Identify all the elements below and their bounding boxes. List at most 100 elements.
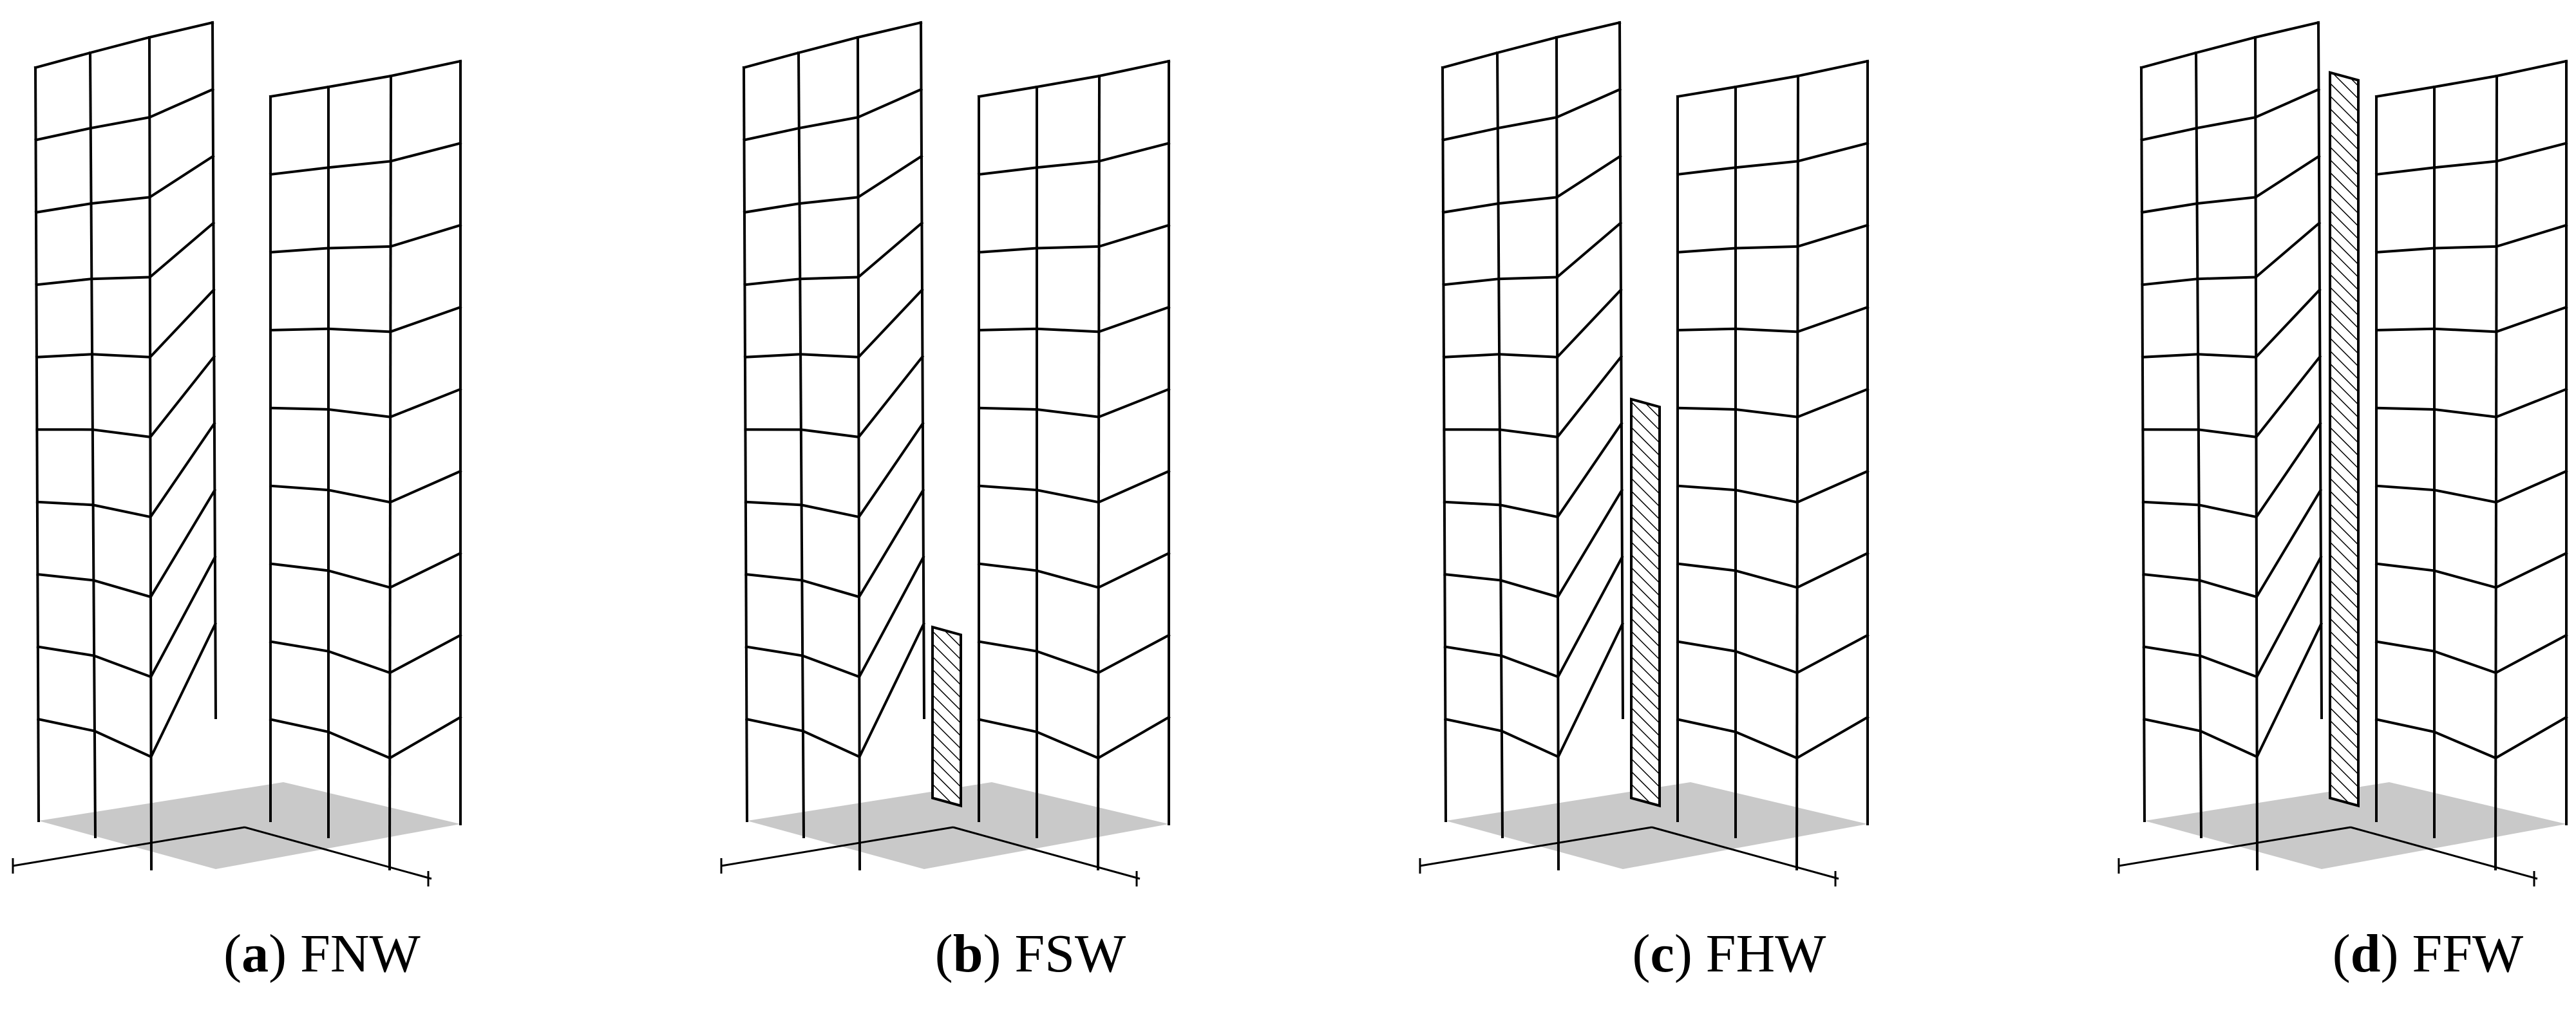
column-line [388,74,393,871]
beam-line [2139,21,2320,70]
beam-line [2374,223,2568,254]
y-axis-line [2350,826,2538,880]
left-frame [33,21,218,871]
right-frame [1676,59,1870,871]
infill-wall [931,625,962,808]
beam-line [2374,633,2568,675]
right-frame [269,59,462,871]
beam-line [2374,141,2568,176]
left-frame [1441,21,1625,871]
y-axis-line [244,826,432,880]
beam-line [977,59,1171,98]
column-line [1618,21,1625,720]
beam-line [35,288,216,359]
beam-line [34,88,215,142]
column-line [33,66,41,823]
frame-model-b [720,21,1171,886]
beam-line [977,223,1171,254]
caption-d: (d) FFW [2332,924,2524,984]
beam-line [2374,469,2568,504]
beam-line [1441,21,1622,70]
x-axis-line [1419,826,1653,867]
beam-line [1676,551,1870,589]
beam-line [2142,488,2323,599]
beam-line [977,633,1171,675]
beam-line [1441,88,1622,142]
column-line [1795,74,1800,871]
column-line [2194,51,2203,839]
column-line [147,35,153,871]
caption-letter: b [952,924,983,984]
column-line [2316,21,2324,720]
beam-line [977,305,1171,333]
right-frame [2374,59,2568,871]
beam-line [269,305,462,333]
ground-plane [39,782,460,869]
beam-line [977,141,1171,176]
x-axis-line [2118,826,2351,867]
beam-line [269,387,462,418]
left-frame [742,21,926,871]
beam-line [977,469,1171,504]
beam-line [2374,305,2568,333]
panel-b-fsw: (b) FSW [708,0,1352,1012]
x-axis-line [12,826,245,867]
beam-line [33,21,214,70]
column-line [211,21,218,720]
beam-line [743,221,924,286]
beam-line [1676,387,1870,418]
frame-model-c [1419,21,1870,886]
caption-letter: a [242,924,269,984]
beam-line [744,355,925,439]
column-line [1495,51,1504,839]
beam-line [36,488,217,599]
beam-line [269,141,462,176]
beam-line [1442,288,1623,359]
beam-line [743,154,923,214]
column-line [2253,35,2259,871]
ground-plane [1446,782,1868,869]
panel-d-ffw: (d) FFW [2106,0,2576,1012]
column-line [856,35,862,871]
column-line [2494,74,2499,871]
column-line [1096,74,1101,871]
beam-line [2142,622,2323,759]
beam-line [269,223,462,254]
beam-line [35,355,216,439]
beam-line [744,422,925,519]
beam-line [35,422,216,519]
beam-line [977,551,1171,589]
beam-line [269,59,462,98]
beam-line [744,622,925,759]
y-axis-line [1651,826,1839,880]
beam-line [36,555,217,679]
beam-line [1676,715,1870,760]
caption-letter: d [2350,924,2381,984]
beam-line [1676,305,1870,333]
beam-line [34,154,215,214]
beam-line [1443,422,1624,519]
beam-line [743,88,923,142]
column-line [919,21,926,720]
beam-line [2374,387,2568,418]
beam-line [1676,469,1870,504]
beam-line [1676,223,1870,254]
beam-line [2141,422,2322,519]
beam-line [36,622,217,759]
beam-line [977,387,1171,418]
beam-line [269,715,462,760]
coordinate-axes [12,826,432,886]
beam-line [1443,622,1624,759]
beam-line [2374,59,2568,98]
beam-line [2140,154,2321,214]
column-line [1555,35,1560,871]
coordinate-axes [720,826,1141,886]
caption-label: FSW [1014,924,1126,984]
x-axis-line [721,826,954,867]
beam-line [1442,221,1623,286]
beam-line [2374,715,2568,760]
beam-line [2141,355,2322,439]
column-line [1441,66,1448,823]
beam-line [2141,288,2322,359]
